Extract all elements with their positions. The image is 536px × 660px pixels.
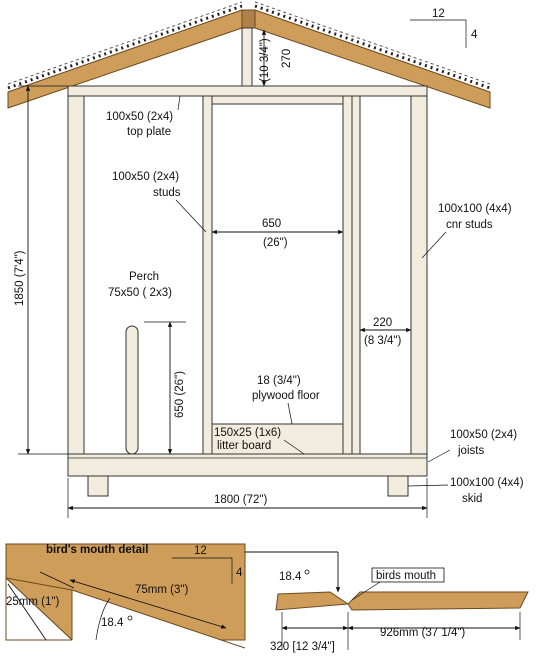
ridge-board xyxy=(241,9,256,29)
pitch-indicator: 12 4 xyxy=(410,8,478,48)
floor-thickness: 18 (3/4") xyxy=(257,375,301,387)
ridge-height-imperial: (10 3/4") xyxy=(259,38,271,82)
corner-studs-name: cnr studs xyxy=(446,219,493,231)
roof xyxy=(7,1,491,109)
door-stud-right-outer xyxy=(351,95,361,455)
detail-cut-depth: 25mm (1") xyxy=(6,596,59,608)
birds-mouth-callout: birds mouth xyxy=(376,570,436,582)
perch-post xyxy=(125,325,139,455)
birds-mouth-detail: bird's mouth detail 12 4 75mm (3") 25mm … xyxy=(5,543,246,660)
ridge-post xyxy=(241,27,253,87)
joists-size: 100x50 (2x4) xyxy=(450,429,517,441)
door-header xyxy=(211,95,344,105)
corner-gap-metric: 220 xyxy=(373,317,392,329)
skid-size: 100x100 (4x4) xyxy=(450,477,524,489)
rafter-right-length: 926mm (37 1/4") xyxy=(380,627,465,639)
door-width-dimension: 650 (26") xyxy=(211,218,344,249)
skid-right xyxy=(387,475,409,497)
detail-pitch-run: 12 xyxy=(194,545,207,557)
studs-size: 100x50 (2x4) xyxy=(112,171,179,183)
door-width-imperial: (26") xyxy=(263,237,288,249)
detail-notch xyxy=(5,576,74,641)
wall-frame xyxy=(67,85,428,497)
joists-name: joists xyxy=(457,445,484,457)
litter-board-size: 150x25 (1x6) xyxy=(214,427,281,439)
rafter-side-view: 18.4 birds mouth 926mm (37 1/4") 320 [12… xyxy=(270,567,529,653)
corner-gap-dimension: 220 (8 3/4") xyxy=(359,317,412,347)
right-corner-stud xyxy=(410,95,428,455)
detail-degree-mark xyxy=(127,615,133,621)
top-plate xyxy=(67,85,428,97)
litter-board xyxy=(211,423,344,455)
top-plate-size: 100x50 (2x4) xyxy=(106,111,173,123)
rafter-right-piece xyxy=(347,591,529,611)
rafter-degree-mark xyxy=(304,569,310,575)
door-stud-right xyxy=(342,95,353,455)
skid-left xyxy=(87,475,109,497)
rafter-left-piece xyxy=(275,591,350,611)
studs-name: studs xyxy=(153,187,181,199)
pitch-rise-label: 4 xyxy=(471,29,478,41)
perch-height-dimension: 650 (26") xyxy=(144,321,186,455)
floor-name: plywood floor xyxy=(252,390,320,402)
rafter-left-length: 320 [12 3/4"] xyxy=(270,641,335,653)
door-width-metric: 650 xyxy=(262,218,281,230)
corner-gap-imperial: (8 3/4") xyxy=(364,335,401,347)
width-dimension: 1800 (72") xyxy=(67,478,428,518)
perch-size: 75x50 ( 2x3) xyxy=(108,287,172,299)
detail-callout-arrow xyxy=(245,551,341,593)
rafter-angle: 18.4 xyxy=(279,571,302,583)
corner-studs-size: 100x100 (4x4) xyxy=(438,203,512,215)
ridge-height-dimension: (10 3/4") 270 xyxy=(259,29,293,87)
roof-right-shingles xyxy=(254,4,491,90)
floor-joist xyxy=(67,453,428,477)
skid-name: skid xyxy=(462,493,482,505)
perch-name: Perch xyxy=(129,271,159,283)
detail-title: bird's mouth detail xyxy=(46,544,148,556)
door-stud-left xyxy=(202,95,213,455)
left-corner-stud xyxy=(67,95,85,455)
detail-seat-length: 75mm (3") xyxy=(135,584,188,596)
side-height-label: 1850 (7'4") xyxy=(14,250,26,306)
detail-pitch-rise: 4 xyxy=(236,567,243,579)
litter-board-name: litter board xyxy=(217,440,271,452)
ridge-height-label: 270 xyxy=(281,49,293,68)
roof-left-shingles xyxy=(7,4,243,90)
perch-height-label: 650 (26") xyxy=(174,371,186,418)
detail-angle: 18.4 xyxy=(101,617,124,629)
birds-mouth-callout-box xyxy=(371,567,445,583)
side-height-dimension: 1850 (7'4") xyxy=(14,85,68,455)
top-plate-name: top plate xyxy=(127,126,171,138)
width-label: 1800 (72") xyxy=(214,494,267,506)
pitch-run-label: 12 xyxy=(432,8,445,20)
